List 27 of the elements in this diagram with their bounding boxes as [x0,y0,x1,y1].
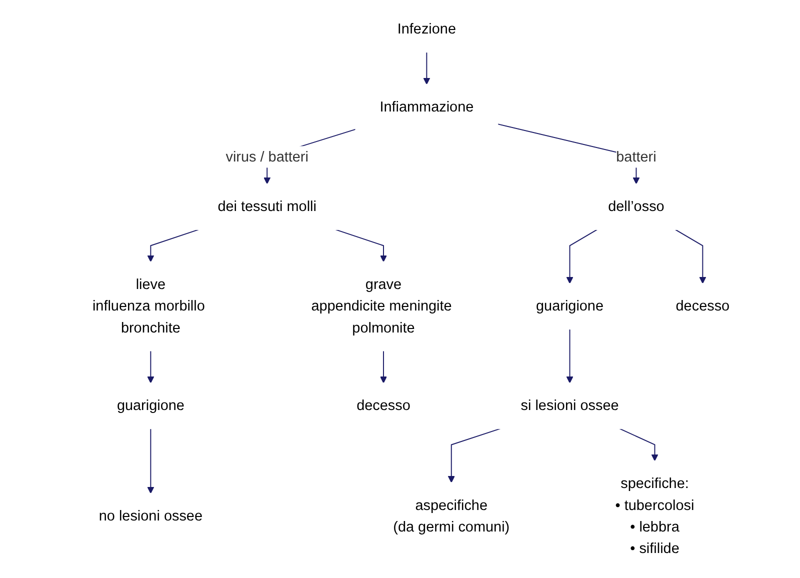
edge-label: batteri [616,148,656,165]
node-text: decesso [676,298,730,314]
node-text: specifiche: • tubercolosi • lebbra • sifilide [615,475,694,556]
arrow [380,350,388,384]
node-text: lieve influenza morbillo bronchite [92,276,205,336]
node-text: guarigione [116,397,184,414]
arrow [619,428,658,462]
node-text: Infezione [397,20,456,37]
node-text: no lesioni ossee [98,508,203,524]
arrow [147,229,200,262]
node-text: Infiammazione [380,98,474,115]
edge-label: virus / batteri [226,148,308,165]
arrow [566,328,574,384]
node-text: dei tessuti molli [218,198,316,214]
arrow [335,229,388,262]
node-text: dell’osso [608,198,664,214]
arrow [448,428,501,483]
arrow [147,350,154,384]
arrow [147,428,154,494]
node-text: grave appendicite meningite polmonite [311,276,452,336]
node-text: guarigione [536,298,604,314]
node-text: decesso [356,397,410,414]
node-text: aspecifiche (da germi comuni) [393,496,510,535]
node-text: si lesioni ossee [520,397,619,414]
arrow [566,229,598,284]
arrow [423,52,430,85]
arrow [674,229,706,284]
